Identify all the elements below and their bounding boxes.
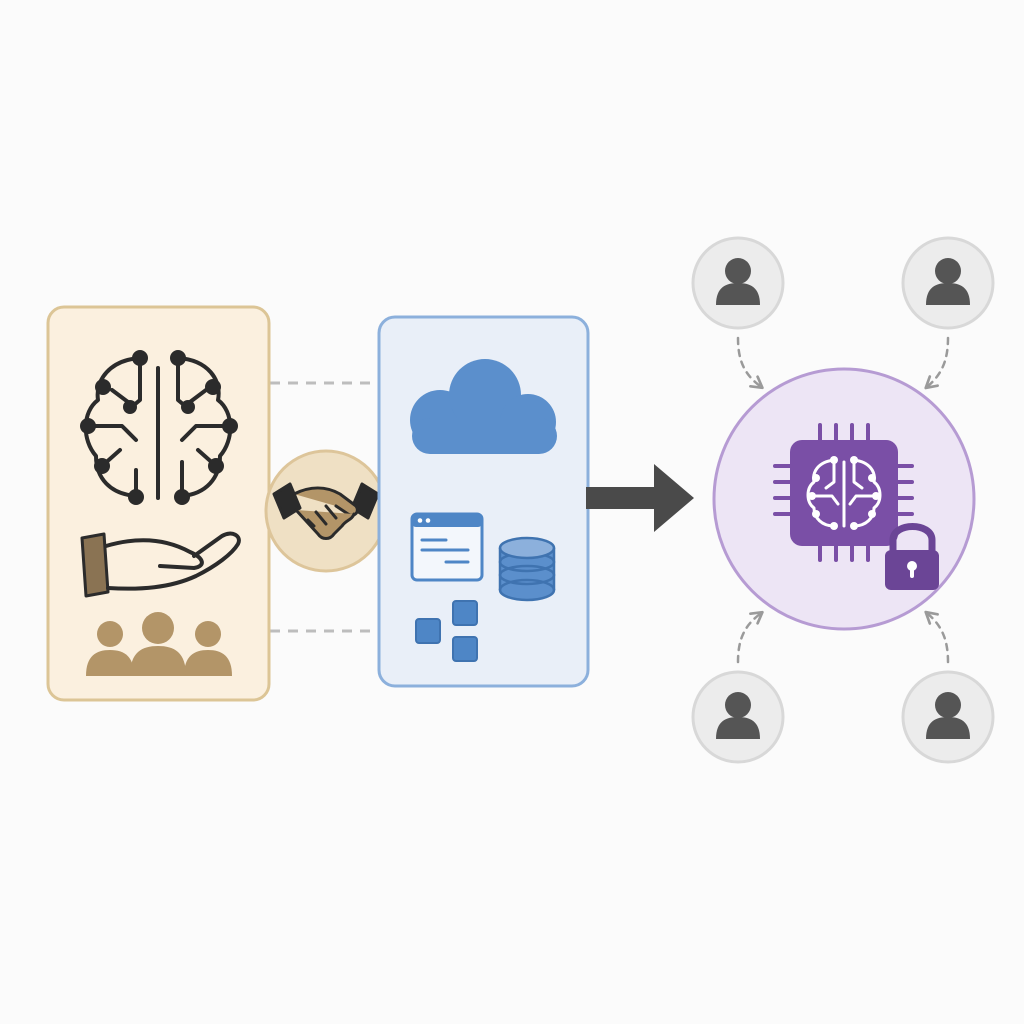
user-icon	[926, 692, 970, 739]
cloud-icon	[410, 359, 557, 454]
handshake-icon	[272, 482, 380, 540]
secure-ai-hub	[712, 367, 976, 631]
user-icon	[716, 258, 760, 305]
circuit-brain-icon	[80, 350, 238, 505]
ai-expertise-panel	[46, 305, 271, 702]
user-bottom-right	[901, 670, 995, 764]
panel-connectors	[270, 381, 380, 633]
people-group-icon	[86, 612, 232, 676]
user-connections	[736, 336, 950, 664]
right-arrow-icon	[586, 464, 694, 532]
user-top-left	[691, 236, 785, 330]
browser-window-icon	[410, 512, 484, 582]
partnership-badge	[264, 449, 388, 573]
user-arrow-bottom-left	[736, 610, 764, 664]
cloud-platform-panel	[377, 315, 590, 688]
user-arrow-top-right	[924, 336, 950, 390]
ai-chip-icon	[773, 423, 914, 562]
user-arrow-bottom-right	[924, 610, 950, 664]
user-icon	[716, 692, 760, 739]
open-hand-icon	[80, 531, 241, 598]
user-top-right	[901, 236, 995, 330]
padlock-icon	[885, 523, 939, 590]
user-arrow-top-left	[736, 336, 764, 390]
module-blocks-icon	[415, 600, 478, 662]
user-icon	[926, 258, 970, 305]
database-icon	[498, 536, 556, 602]
user-bottom-left	[691, 670, 785, 764]
